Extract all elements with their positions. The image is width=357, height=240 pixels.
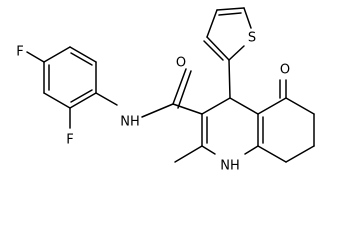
bond — [244, 145, 259, 155]
bond — [95, 92, 118, 106]
bond — [172, 68, 187, 105]
atom-nh-ring: NH — [220, 159, 240, 174]
bond — [43, 46, 71, 63]
diagram-canvas: F F NH O S O NH — [16, 7, 315, 174]
bond — [257, 145, 287, 163]
atom-o-amide: O — [176, 56, 186, 71]
bond — [69, 46, 97, 63]
bond — [43, 92, 71, 109]
bond — [228, 45, 245, 61]
dihydropyridine-ring — [174, 97, 264, 163]
atom-nh-amide: NH — [120, 115, 140, 130]
bond — [285, 145, 315, 163]
atom-f-top: F — [16, 45, 23, 60]
bond — [70, 52, 93, 66]
bond — [257, 97, 287, 115]
bond — [243, 7, 252, 29]
atom-f-ortho: F — [66, 133, 73, 148]
bond — [177, 70, 192, 109]
bond — [69, 92, 97, 109]
cyclohexenone-ring — [257, 79, 315, 163]
bond — [26, 51, 45, 63]
bond — [218, 12, 242, 16]
bond — [206, 9, 218, 38]
bond — [216, 7, 245, 11]
bond — [141, 103, 174, 118]
molecule-structure: F F NH O S O NH — [16, 7, 315, 174]
bond — [201, 97, 231, 115]
bond — [206, 36, 230, 61]
atom-s-thiophene: S — [248, 31, 256, 46]
bond — [285, 97, 315, 115]
amide-group — [141, 68, 203, 118]
bond — [203, 40, 224, 61]
difluorophenyl-ring — [26, 46, 118, 129]
bond — [201, 145, 216, 155]
bond — [228, 59, 231, 99]
atom-o-ketone: O — [280, 63, 290, 78]
bond — [172, 103, 203, 115]
thiophene-ring — [203, 7, 252, 99]
bond — [174, 145, 203, 163]
bond — [70, 89, 93, 103]
bond — [229, 97, 259, 115]
